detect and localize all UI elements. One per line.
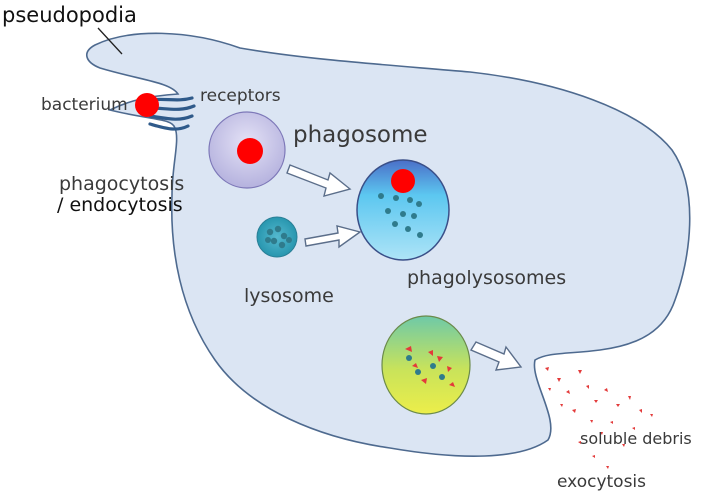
- vesicle-particles: [406, 355, 445, 380]
- label-phagolysosomes: phagolysosomes: [407, 267, 566, 289]
- lysosome-particles: [265, 225, 292, 249]
- label-endocytosis: / endocytosis: [57, 194, 183, 216]
- label-exocytosis: exocytosis: [557, 472, 646, 492]
- released-debris: [545, 367, 653, 469]
- phagosome-bacterium: [237, 138, 263, 164]
- residual-vesicle: [381, 315, 471, 415]
- arrow-phagosome: [286, 164, 352, 197]
- label-phagosome: phagosome: [293, 122, 428, 148]
- phagolysosome-bacterium: [391, 169, 415, 193]
- label-pseudopodia: pseudopodia: [2, 3, 137, 27]
- label-soluble-debris: soluble debris: [580, 429, 692, 448]
- label-bacterium: bacterium: [41, 95, 128, 115]
- vesicle-debris: [405, 346, 455, 387]
- arrow-lysosome: [304, 225, 362, 249]
- label-receptors: receptors: [200, 86, 281, 106]
- arrow-exocytosis: [469, 341, 523, 371]
- phagolysosome-particles: [378, 193, 423, 238]
- pseudopodia-pointer: [97, 27, 123, 55]
- bacterium: [135, 93, 159, 117]
- phagolysosome: [356, 159, 450, 261]
- label-lysosome: lysosome: [244, 285, 334, 307]
- label-phagocytosis: phagocytosis: [59, 173, 184, 195]
- lysosome: [256, 216, 298, 258]
